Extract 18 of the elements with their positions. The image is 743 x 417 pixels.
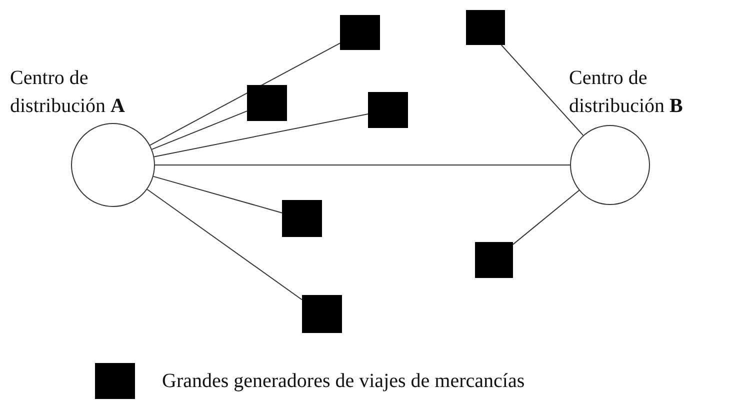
connector-line bbox=[150, 42, 340, 146]
legend-text: Grandes generadores de viajes de mercancías bbox=[162, 370, 525, 392]
connector-line bbox=[152, 176, 282, 214]
center-label: Centro de distribución A bbox=[10, 66, 126, 119]
generator-square bbox=[247, 85, 287, 121]
generator-square bbox=[302, 295, 342, 333]
generator-square bbox=[282, 200, 322, 237]
generator-square bbox=[368, 92, 408, 128]
generator-square bbox=[475, 242, 513, 278]
generator-square bbox=[340, 15, 380, 50]
connector-line bbox=[500, 44, 584, 136]
center-label: Centro de distribución B bbox=[569, 66, 684, 119]
connector-line bbox=[154, 114, 368, 158]
connector-line bbox=[154, 164, 570, 166]
connector-line bbox=[512, 190, 580, 245]
generator-square bbox=[466, 10, 505, 45]
connector-line bbox=[151, 110, 248, 150]
connector-line bbox=[146, 188, 302, 300]
